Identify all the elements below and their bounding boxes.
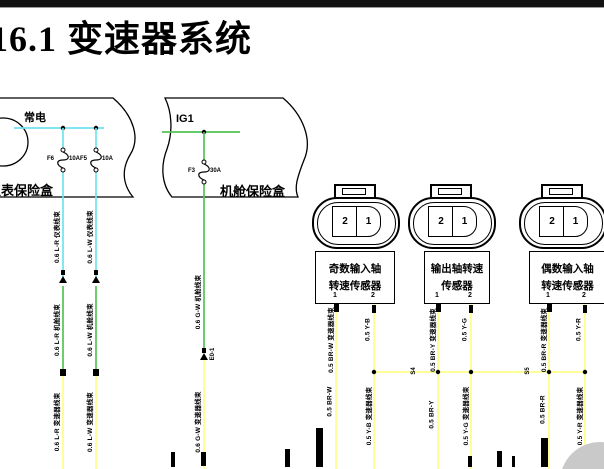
wire-label: 0.5 Y-G [461, 317, 469, 342]
pin-cavity-2: 2 [332, 206, 358, 237]
wire-tick [93, 369, 99, 376]
fuse-name: F6 [47, 156, 55, 162]
wire-tick [334, 303, 339, 312]
wire-label: 0.6 L-R 机舱线束 [54, 304, 61, 356]
constant-power-label: 常电 [24, 112, 46, 124]
splice-label: S4 [411, 367, 417, 375]
fuse-rating: 30A [210, 168, 222, 174]
sensor-name-line2: 转速传感器 [328, 279, 382, 292]
dense-wire-label [171, 452, 175, 467]
connector-lock-tab-inner [549, 188, 573, 195]
sensor-name-line2: 转速传感器 [541, 279, 594, 292]
connector-body-inner [316, 201, 396, 245]
wire-label: 0.6 L-R 变速器线束 [54, 392, 61, 452]
wire-label: 0.5 Y-R [575, 318, 583, 341]
fusebox-right-name: 机舱保险盒 [220, 184, 286, 199]
sensor-name-line1: 输出轴转速 [430, 263, 484, 276]
sensor-name-line1: 奇数输入轴 [328, 263, 382, 276]
sensor-name-line2: 传感器 [441, 279, 473, 292]
page-title: 16.1 变速器系统 [0, 19, 253, 59]
connector-odd-input-speed-sensor: 2 1 [312, 184, 400, 249]
sensor-name-box-odd-input: 奇数输入轴 转速传感器 [315, 251, 395, 304]
out-pin: 1 [333, 292, 337, 299]
pin-cavity-1: 1 [452, 206, 477, 237]
inline-connector-symbols [59, 270, 208, 360]
sensor-name-line1: 偶数输入轴 [541, 263, 594, 276]
out-pin: 1 [435, 292, 439, 299]
fuse-symbols [57, 147, 210, 185]
fusebox-left-outline [0, 97, 136, 198]
connector-lock-tab-inner [342, 188, 366, 195]
pin-cavity-1: 1 [563, 206, 588, 237]
wire-label: 0.6 L-R 仪表线束 [54, 211, 61, 263]
wire-tick [436, 303, 441, 312]
out-pin: 2 [371, 292, 375, 299]
wire-label: 0.5 BR-W [326, 386, 334, 417]
wire-tick [547, 303, 552, 312]
wire-label: 0.6 L-W 变速器线束 [87, 391, 94, 453]
connector-lock-tab-inner [438, 188, 462, 195]
out-pin: 1 [546, 292, 550, 299]
connector-body-inner [523, 201, 603, 245]
wire-label: 0.5 Y-B [364, 318, 372, 341]
dense-wire-label [497, 451, 502, 467]
dense-wire-label [468, 456, 472, 467]
wire-label: 0.5 Y-G 变速器线束 [463, 386, 470, 446]
ig1-label: IG1 [176, 113, 194, 125]
dense-wire-label [201, 452, 206, 466]
wire-tick [372, 305, 376, 313]
constant-power-feed-wires [14, 125, 104, 278]
wire-tick [469, 305, 473, 313]
pin-cavity-2: 2 [428, 206, 454, 237]
connector-body-inner [412, 201, 492, 245]
sensor-wires [335, 302, 588, 469]
pin-cavity-2: 2 [539, 206, 565, 237]
dense-wire-label [541, 438, 548, 467]
fuse-name: F3 [188, 168, 196, 174]
sensor-name-box-even-input: 偶数输入轴 转速传感器 [529, 251, 604, 304]
sensor-name-box-output: 输出轴转速 传感器 [424, 251, 490, 304]
pin-cavity-1: 1 [356, 206, 381, 237]
dense-wire-label [512, 456, 515, 467]
fuse-rating: 10A [102, 156, 114, 162]
harness-wires-left [62, 286, 205, 469]
fusebox-left-name: 仪表保险盒 [0, 183, 54, 198]
wire-tick [583, 305, 587, 313]
fuse-name: F5 [80, 156, 88, 162]
wire-label: 0.6 L-W 机舱线束 [87, 303, 94, 357]
wire-label: 0.5 Y-B 变速器线束 [366, 386, 373, 446]
out-pin: 2 [582, 292, 586, 299]
connector-even-input-speed-sensor: 2 1 [519, 184, 604, 249]
wire-label: 0.5 BR-Y [428, 400, 436, 429]
fuse-rating: 10A [69, 156, 81, 162]
connector-output-speed-sensor: 2 1 [408, 184, 496, 249]
wire-tick [60, 369, 66, 376]
window-top-edge [0, 0, 604, 8]
out-pin: 2 [468, 292, 472, 299]
dense-wire-label [285, 449, 290, 467]
dense-wire-label [316, 428, 323, 467]
fusebox-right-outline [162, 97, 308, 198]
ig1-feed-wires [162, 129, 240, 352]
wire-label: 0.6 L-W 仪表线束 [87, 210, 94, 264]
inline-connector-label: E0-1 [210, 347, 216, 361]
wire-label: 0.6 G-W 机舱线束 [195, 274, 202, 330]
splice-label: S5 [525, 367, 531, 375]
